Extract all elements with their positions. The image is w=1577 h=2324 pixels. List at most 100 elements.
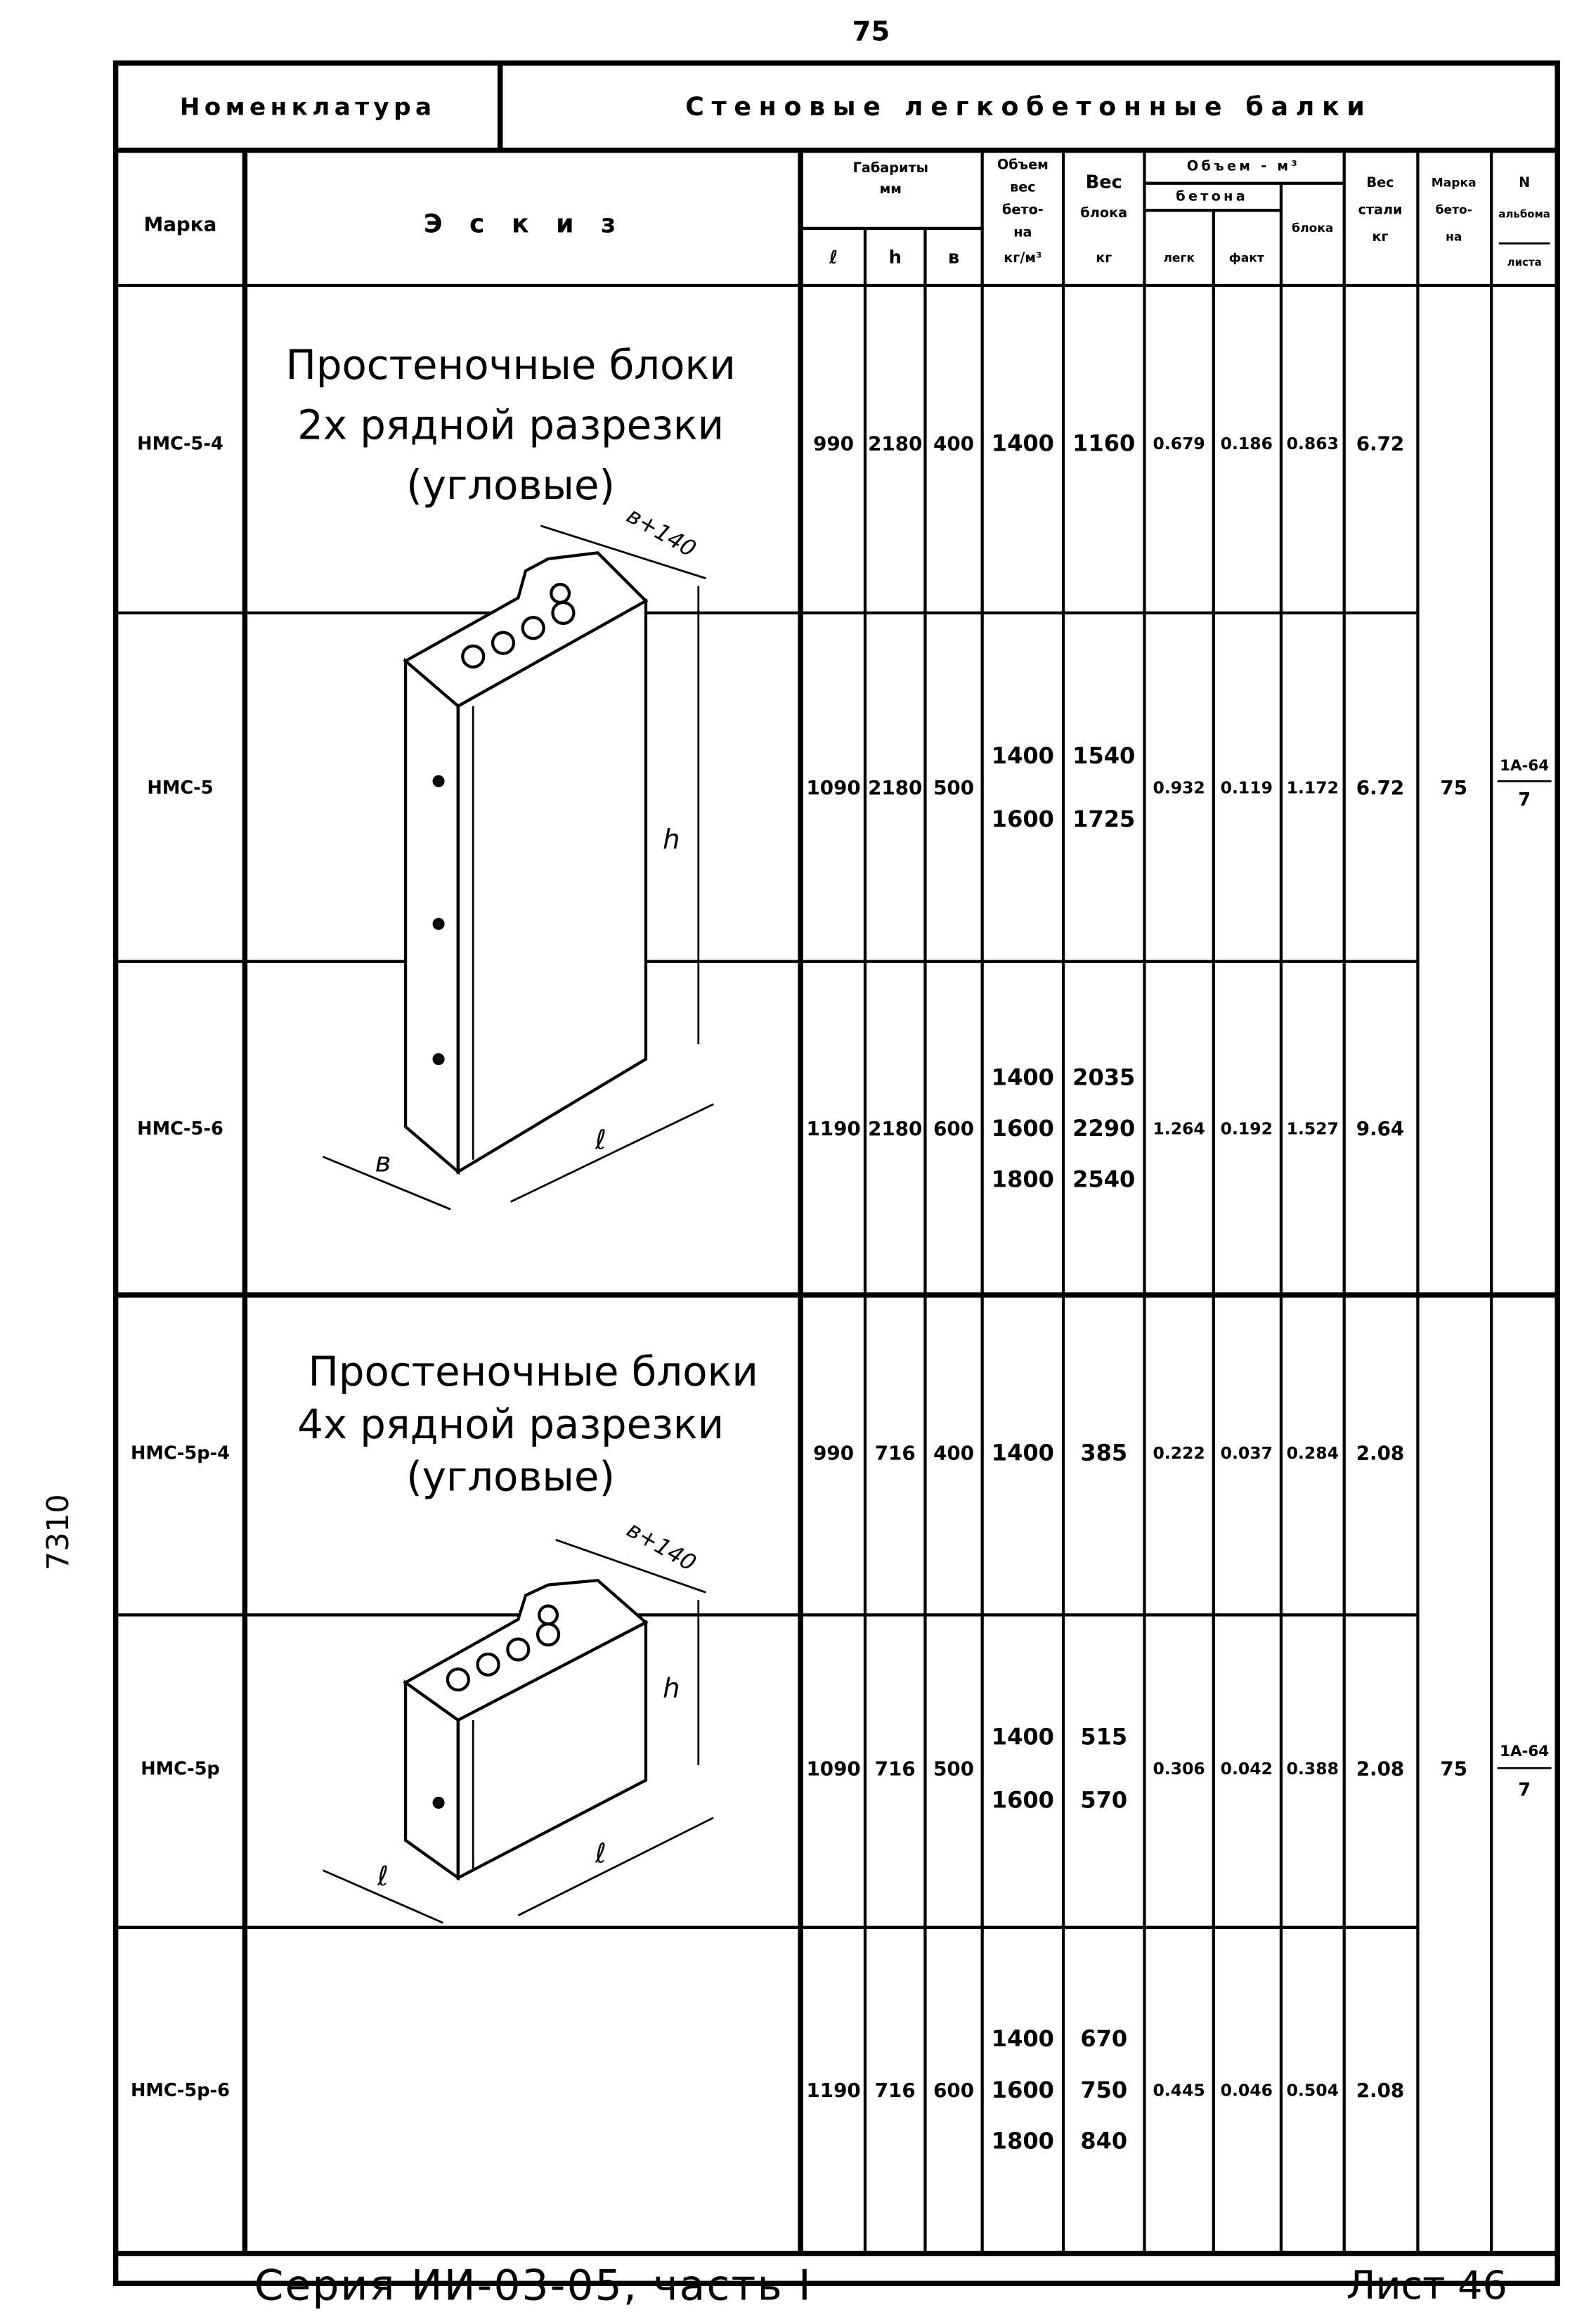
dim-width-label: в	[375, 1147, 391, 1179]
cell-steel: 2.08	[1356, 1442, 1405, 1465]
cell-v-light: 0.932	[1153, 777, 1205, 797]
header-line: Марка	[1432, 176, 1477, 191]
cell-v-light: 0.222	[1153, 1443, 1205, 1463]
header-line: альбома	[1498, 208, 1550, 221]
cell-weight: 2290	[1072, 1115, 1135, 1142]
block-drawing-tall	[322, 524, 714, 1211]
cell-density: 1400	[992, 430, 1054, 457]
sheet-title: Стеновые легкобетонные балки	[685, 91, 1372, 122]
nomenclature-label: Номенклатура	[180, 93, 436, 121]
cell-steel: 2.08	[1356, 1757, 1405, 1780]
dimensions-header: Габариты	[853, 160, 928, 176]
cell-v-fact: 0.046	[1221, 2080, 1273, 2100]
cell-density: 1400	[992, 1064, 1054, 1090]
cell-density: 1400	[992, 1440, 1054, 1466]
col-sketch-header: Эскиз	[424, 209, 643, 239]
dim-top-label: в+140	[623, 502, 701, 562]
cell-density: 1800	[992, 2127, 1054, 2154]
cell-l: 1190	[806, 2079, 860, 2102]
sketch-title-line: (угловые)	[406, 1453, 615, 1501]
cell-b: 600	[933, 1117, 974, 1140]
cell-v-fact: 0.119	[1221, 777, 1273, 797]
volume-concrete-header: бетона	[1176, 188, 1248, 204]
cell-weight: 2035	[1072, 1064, 1135, 1090]
cell-l: 990	[813, 432, 854, 456]
header-line: на	[1013, 224, 1032, 240]
cell-steel: 6.72	[1356, 776, 1405, 799]
cell-density: 1600	[992, 1786, 1054, 1813]
block-drawing-short	[322, 1539, 714, 1924]
sketch-group-1: Простеночные блоки 2х рядной разрезки (у…	[285, 341, 736, 1211]
cell-density: 1600	[992, 2077, 1054, 2103]
cell-b: 500	[933, 1757, 974, 1780]
cell-steel: 6.72	[1356, 432, 1405, 456]
cell-steel: 2.08	[1356, 2079, 1405, 2102]
sheet-number: Лист 46	[1346, 2263, 1507, 2309]
header-line: кг/м³	[1004, 250, 1041, 266]
header-line: N	[1519, 174, 1530, 191]
side-note: 7310	[41, 1494, 76, 1570]
sketch-group-2: Простеночные блоки 4х рядной разрезки (у…	[297, 1348, 758, 1924]
cell-h: 716	[875, 2079, 916, 2102]
cell-b: 500	[933, 776, 974, 799]
header-line: Вес	[1086, 172, 1122, 193]
cell-v-light: 0.445	[1153, 2080, 1205, 2100]
cell-v-block: 0.504	[1287, 2080, 1339, 2100]
cell-v-light: 1.264	[1153, 1119, 1205, 1139]
cell-h: 716	[875, 1442, 916, 1465]
cell-h: 2180	[868, 1117, 922, 1140]
cell-v-block: 1.172	[1287, 777, 1339, 797]
page-number: 75	[852, 16, 890, 48]
sketch-title-line: 4х рядной разрезки	[297, 1400, 724, 1448]
header-line: бето-	[1436, 203, 1472, 217]
dim-b-header: в	[948, 247, 959, 269]
cell-weight: 2540	[1072, 1166, 1135, 1193]
header-line: листа	[1507, 256, 1542, 269]
sketch-title-line: Простеночные блоки	[285, 341, 735, 389]
cell-v-light: 0.679	[1153, 434, 1205, 453]
cell-weight: 385	[1080, 1440, 1127, 1466]
header-line: Вес	[1366, 174, 1394, 191]
header-line: вес	[1010, 179, 1036, 195]
cell-v-fact: 0.042	[1221, 1759, 1273, 1778]
cell-l: 1090	[806, 776, 860, 799]
outer-frame	[112, 60, 1560, 2287]
header-line: кг	[1096, 250, 1112, 266]
dim-height-label: h	[663, 824, 680, 856]
dim-length-label: ℓ	[595, 1838, 606, 1870]
cell-v-block: 0.284	[1287, 1443, 1339, 1463]
cell-v-block: 0.863	[1287, 434, 1339, 453]
album-header: N альбома листа	[1498, 174, 1550, 269]
table-grid	[112, 60, 1560, 2287]
cell-weight: 750	[1080, 2077, 1127, 2103]
album-sheet: 7	[1518, 789, 1531, 811]
cell-b: 600	[933, 2079, 974, 2102]
cell-v-fact: 0.186	[1221, 434, 1273, 453]
cell-l: 990	[813, 1442, 854, 1465]
cell-steel: 9.64	[1356, 1117, 1405, 1140]
sketch-title-line: 2х рядной разрезки	[297, 401, 724, 449]
dimensions-unit: мм	[880, 181, 902, 197]
album-number: 1А-64	[1500, 1743, 1549, 1760]
cell-weight: 515	[1080, 1724, 1127, 1750]
cell-weight: 1540	[1072, 742, 1135, 769]
cell-density: 1400	[992, 742, 1054, 769]
header-line: стали	[1358, 202, 1402, 218]
col-mark-header: Марка	[144, 213, 217, 236]
cell-weight: 1725	[1072, 806, 1135, 832]
cell-b: 400	[933, 432, 974, 456]
sketch-title-line: Простеночные блоки	[309, 1348, 758, 1395]
header-line: бето-	[1002, 202, 1044, 218]
dim-height-label: h	[663, 1673, 680, 1705]
steel-weight-header: Вес стали кг	[1358, 174, 1402, 245]
dim-l-header: ℓ	[829, 247, 838, 269]
cell-l: 1090	[806, 1757, 860, 1780]
sketch-title-line: (угловые)	[406, 461, 615, 509]
row-mark: НМС-5р-6	[131, 2080, 230, 2101]
